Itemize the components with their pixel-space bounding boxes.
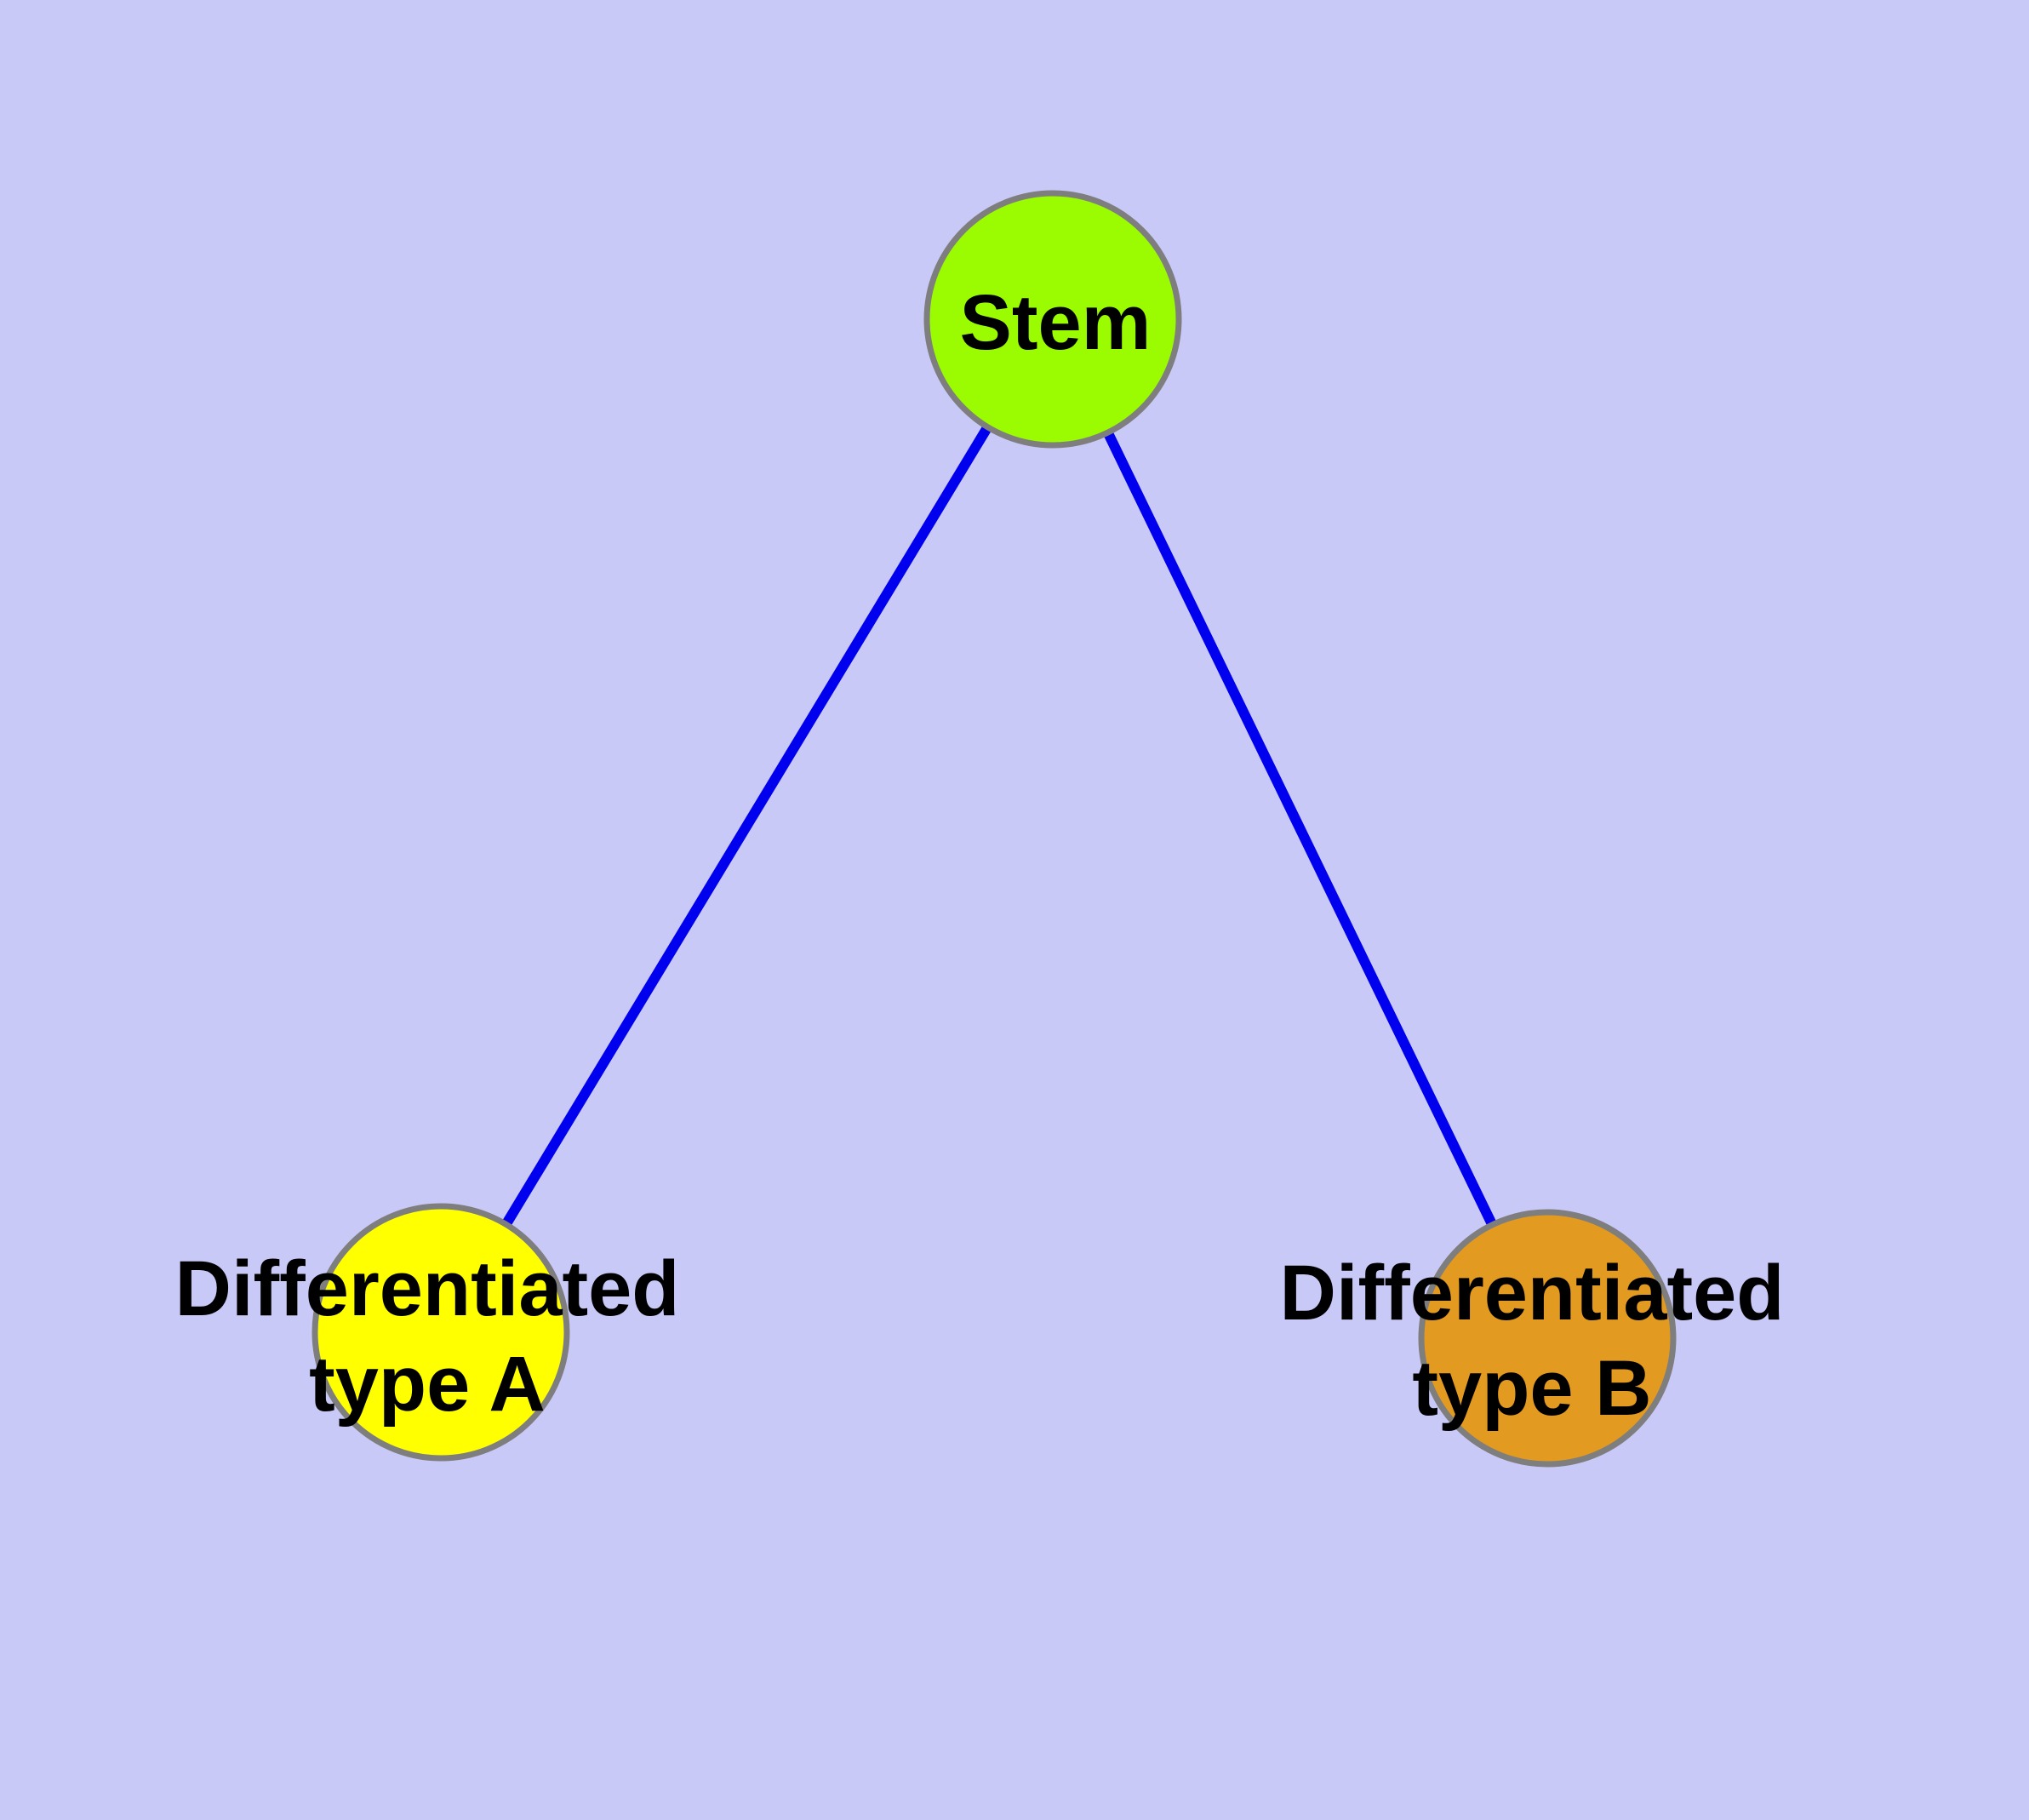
node-stem-label-line-1: Stem: [960, 279, 1152, 366]
edge-stem-diff-b: [1048, 317, 1552, 1341]
node-differentiated-type-b-label: Differentiated type B: [1280, 1250, 1785, 1432]
node-differentiated-type-b-circle: [1418, 1209, 1677, 1468]
nodes-layer: [311, 190, 1677, 1468]
node-differentiated-type-b-label-line-2: type B: [1412, 1345, 1651, 1432]
node-differentiated-type-b-label-line-1: Differentiated: [1280, 1250, 1785, 1336]
node-stem-label: Stem: [960, 279, 1152, 366]
edges-layer: [436, 316, 1552, 1341]
node-differentiated-type-a-label-line-2: type A: [309, 1341, 546, 1428]
node-differentiated-type-a-label: Differentiated type A: [175, 1245, 680, 1428]
node-differentiated-type-a-circle: [311, 1203, 570, 1462]
node-differentiated-type-a-label-line-1: Differentiated: [175, 1245, 680, 1332]
edge-stem-diff-a: [436, 316, 1058, 1336]
node-stem-circle: [923, 190, 1182, 449]
